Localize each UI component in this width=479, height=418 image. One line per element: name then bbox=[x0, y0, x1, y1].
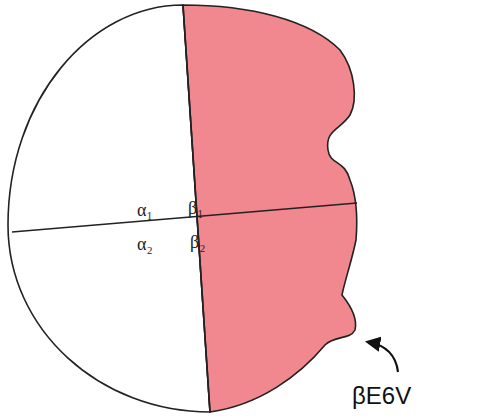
subunit-label: α₂ bbox=[137, 235, 153, 253]
beta-half bbox=[183, 5, 357, 412]
horizontal-divider bbox=[12, 203, 357, 232]
pointer-arrow bbox=[368, 342, 398, 372]
mutation-label: βE6V bbox=[352, 384, 411, 408]
vertical-divider bbox=[183, 5, 210, 412]
alpha-half bbox=[8, 5, 210, 412]
subunit-label: β₂ bbox=[190, 233, 205, 251]
subunit-label: α₁ bbox=[137, 201, 153, 219]
subunit-label: β₁ bbox=[188, 199, 203, 217]
